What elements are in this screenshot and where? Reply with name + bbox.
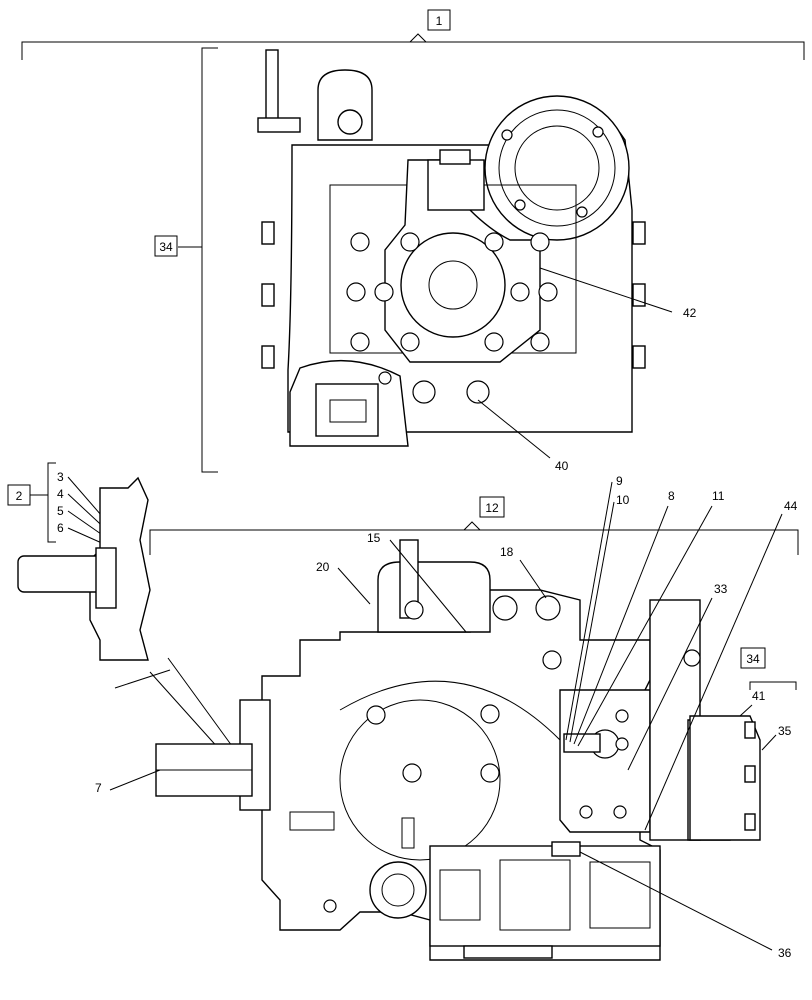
callout-6[interactable]: 6 [57, 521, 64, 535]
callout-4[interactable]: 4 [57, 487, 64, 501]
callout-35[interactable]: 35 [778, 724, 792, 738]
assembly-bracket-34-left: 34 [154, 47, 218, 473]
callout-40[interactable]: 40 [555, 459, 569, 473]
assembly-bracket-12: 12 [149, 496, 799, 555]
callout-9[interactable]: 9 [616, 474, 623, 488]
callout-33[interactable]: 33 [714, 582, 728, 596]
callout-8[interactable]: 8 [668, 489, 675, 503]
assembly-bracket-34-right: 34 [740, 647, 797, 690]
seal-detail: 2 3 4 5 6 [7, 462, 151, 661]
callout-12[interactable]: 12 [485, 501, 499, 515]
callout-5[interactable]: 5 [57, 504, 64, 518]
callout-1[interactable]: 1 [436, 14, 443, 28]
callout-42[interactable]: 42 [683, 306, 697, 320]
callout-34-right[interactable]: 34 [746, 652, 760, 666]
callout-11[interactable]: 11 [712, 489, 725, 503]
callouts-lower: 7 15 20 18 9 10 8 11 44 33 41 35 36 [95, 474, 798, 960]
callout-44[interactable]: 44 [784, 499, 798, 513]
callout-34-top[interactable]: 34 [159, 240, 173, 254]
callout-41[interactable]: 41 [752, 689, 766, 703]
callout-7[interactable]: 7 [95, 781, 102, 795]
callout-15[interactable]: 15 [367, 531, 381, 545]
callout-2[interactable]: 2 [16, 489, 23, 503]
assembly-bracket-1: 1 [21, 9, 805, 60]
pump-end-view [257, 49, 646, 447]
callout-3[interactable]: 3 [57, 470, 64, 484]
callout-36[interactable]: 36 [778, 946, 792, 960]
callout-20[interactable]: 20 [316, 560, 330, 574]
pump-side-view [114, 539, 761, 961]
callout-10[interactable]: 10 [616, 493, 630, 507]
callout-18[interactable]: 18 [500, 545, 514, 559]
